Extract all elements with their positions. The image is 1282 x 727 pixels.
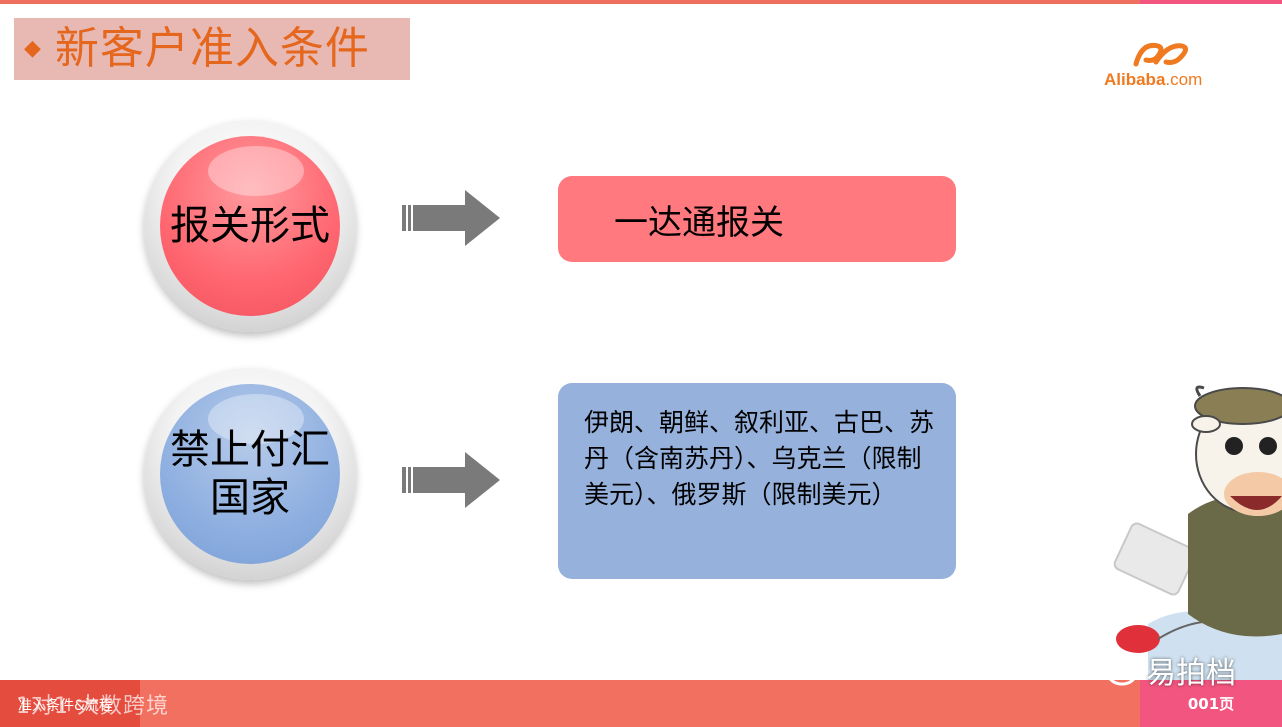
right-arrow-icon: [402, 188, 502, 248]
right-arrow-icon: [402, 450, 502, 510]
footer-section-label: 准入条件&流程: [18, 695, 113, 715]
watermark-text: 易拍档: [1146, 648, 1236, 692]
logo-suffix: .com: [1165, 70, 1202, 89]
prohibited-countries-circle-inner: 禁止付汇 国家: [160, 384, 340, 564]
wechat-icon: [1088, 648, 1140, 688]
customs-form-circle: 报关形式: [144, 120, 356, 332]
prohibited-countries-circle: 禁止付汇 国家: [144, 368, 356, 580]
cow-mascot-icon: [1108, 384, 1282, 680]
customs-form-circle-inner: 报关形式: [160, 136, 340, 316]
top-accent-bar: [0, 0, 1282, 4]
prohibited-countries-list: 伊朗、朝鲜、叙利亚、古巴、苏丹（含南苏丹）、乌克兰（限制美元）、俄罗斯（限制美元…: [584, 405, 944, 513]
slide-title-box: ◆ 新客户准入条件: [14, 18, 410, 80]
alibaba-logo-icon: [1098, 36, 1238, 72]
alibaba-logo: Alibaba.com: [1098, 36, 1238, 96]
diamond-bullet-icon: ◆: [24, 38, 41, 60]
logo-name: Alibaba: [1104, 70, 1165, 89]
alibaba-logo-text: Alibaba.com: [1104, 70, 1202, 90]
circle-gloss: [208, 146, 304, 196]
customs-form-box: 一达通报关: [558, 176, 956, 262]
page-number: 001页: [1188, 693, 1234, 714]
slide-title: 新客户准入条件: [55, 27, 370, 71]
prohibited-countries-label: 禁止付汇 国家: [170, 426, 330, 522]
customs-form-value: 一达通报关: [614, 195, 784, 244]
top-accent-bar-pink: [1140, 0, 1282, 4]
customs-form-label: 报关形式: [170, 202, 330, 250]
prohibited-countries-box: 伊朗、朝鲜、叙利亚、古巴、苏丹（含南苏丹）、乌克兰（限制美元）、俄罗斯（限制美元…: [558, 383, 956, 579]
